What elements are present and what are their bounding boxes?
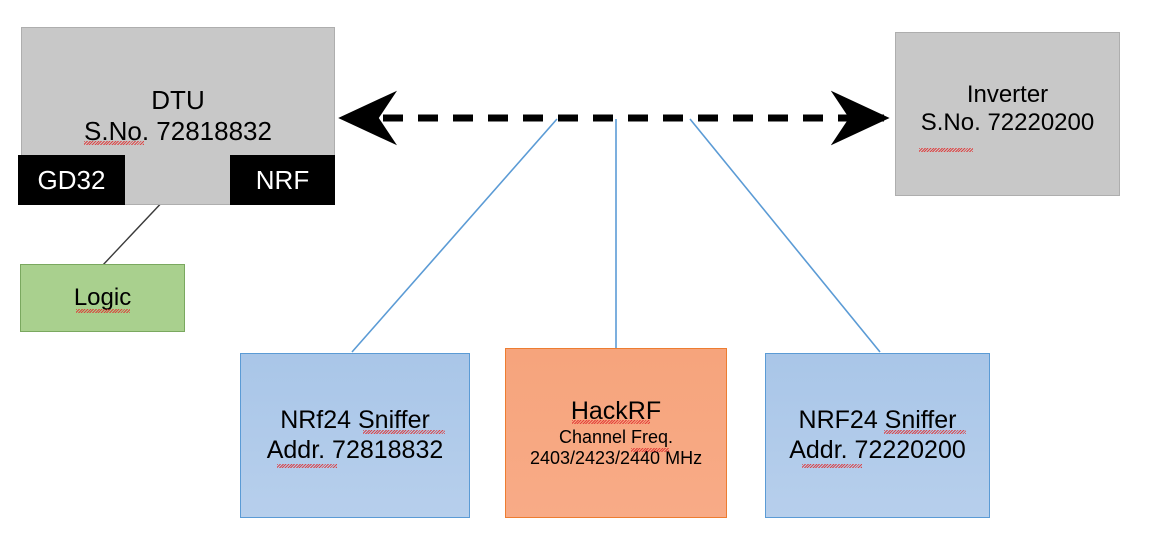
inverter-title: Inverter bbox=[966, 81, 1049, 108]
spellcheck-squiggle-dtu bbox=[84, 141, 144, 145]
inverter-serial: S.No. 72220200 bbox=[920, 109, 1095, 137]
spellcheck-squiggle-sniffer-right-2 bbox=[802, 464, 862, 468]
hackrf-channel-label: Channel Freq. bbox=[558, 426, 674, 447]
node-sniffer-left[interactable]: NRf24 Sniffer Addr. 72818832 bbox=[240, 353, 470, 518]
node-hackrf[interactable]: HackRF Channel Freq. 2403/2423/2440 MHz bbox=[505, 348, 727, 518]
sniffer-left-title: NRf24 Sniffer bbox=[280, 406, 430, 434]
spellcheck-squiggle-hackrf-1 bbox=[572, 420, 650, 424]
spellcheck-squiggle-hackrf-2 bbox=[631, 448, 669, 452]
chip-nrf[interactable]: NRF bbox=[230, 155, 335, 205]
sniffer-right-title: NRF24 Sniffer bbox=[798, 406, 957, 434]
spellcheck-squiggle-sniffer-left-2 bbox=[277, 464, 337, 468]
dtu-title: DTU bbox=[151, 85, 205, 115]
node-logic[interactable]: Logic bbox=[20, 264, 185, 332]
hackrf-frequencies: 2403/2423/2440 MHz bbox=[529, 447, 703, 468]
node-inverter[interactable]: Inverter S.No. 72220200 bbox=[895, 32, 1120, 196]
node-sniffer-right[interactable]: NRF24 Sniffer Addr. 72220200 bbox=[765, 353, 990, 518]
tap-line-right-sniffer bbox=[689, 118, 881, 353]
logic-label: Logic bbox=[73, 283, 132, 311]
tap-line-left-sniffer bbox=[351, 118, 558, 353]
chip-gd32[interactable]: GD32 bbox=[18, 155, 125, 205]
spellcheck-squiggle-logic bbox=[76, 309, 130, 313]
dtu-serial: S.No. 72818832 bbox=[84, 115, 272, 146]
chip-nrf-label: NRF bbox=[255, 164, 310, 195]
spellcheck-squiggle-inverter bbox=[919, 148, 973, 152]
sniffer-left-addr: Addr. 72818832 bbox=[266, 435, 444, 464]
spellcheck-squiggle-sniffer-left-1 bbox=[363, 430, 445, 434]
spellcheck-squiggle-sniffer-right-1 bbox=[884, 430, 966, 434]
chip-gd32-label: GD32 bbox=[37, 164, 106, 195]
sniffer-right-addr: Addr. 72220200 bbox=[789, 435, 966, 464]
